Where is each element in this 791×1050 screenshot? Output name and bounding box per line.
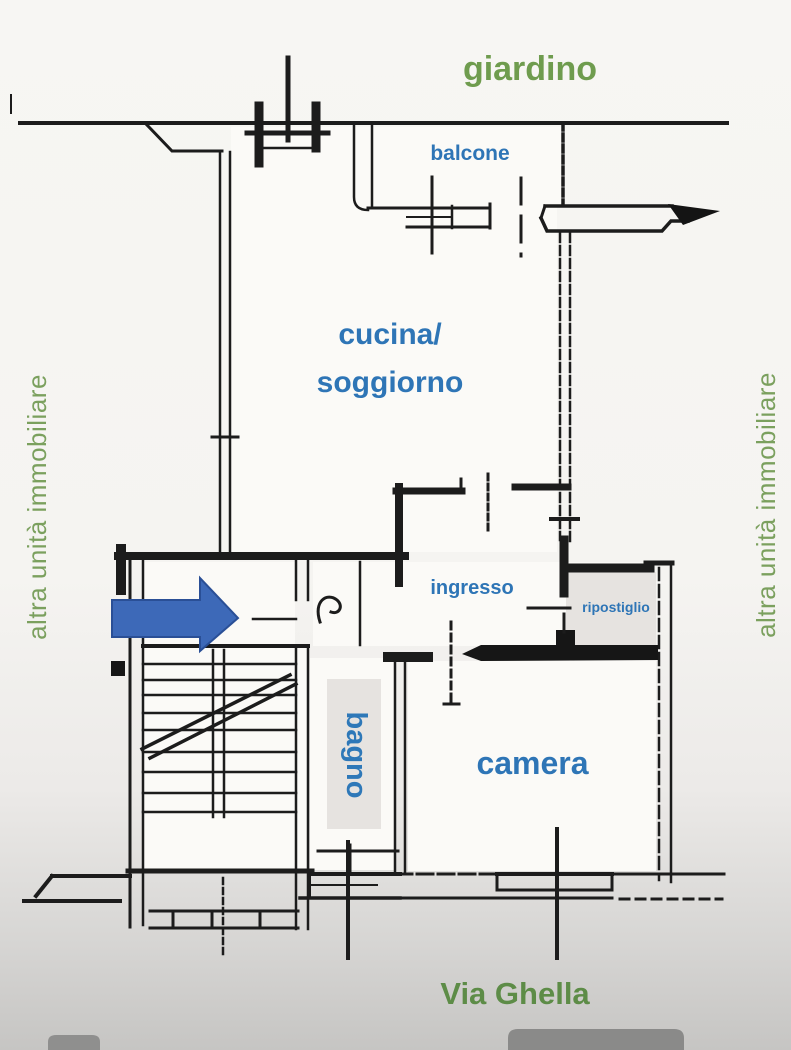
balcony-label: balcone [430, 142, 510, 165]
adjacent-unit-label-right: altra unità immobiliare [751, 372, 781, 638]
balcony-walls [352, 121, 565, 258]
street-label: Via Ghella [440, 976, 590, 1011]
bottom-left-step [22, 873, 132, 903]
camera-top-wall [462, 612, 658, 661]
entrance-arrow-icon [111, 575, 240, 654]
kitchen-label-line2: soggiorno [316, 366, 464, 399]
kitchen-label-line1: cucina/ [338, 318, 442, 351]
ripostiglio-walls [526, 535, 675, 610]
bedroom-label: camera [476, 745, 589, 781]
soggiorno-walls [210, 150, 580, 587]
adjacent-unit-label-left: altra unità immobiliare [22, 374, 52, 640]
right-exterior-wall [657, 560, 673, 884]
right-ledge [538, 204, 720, 233]
bottom-gray-tabs [48, 1029, 684, 1050]
closet-label: ripostiglio [582, 599, 650, 615]
garden-label: giardino [462, 50, 598, 88]
hall-label: ingresso [430, 577, 514, 599]
entrance-gate-symbol [244, 55, 331, 168]
ingresso-walls [114, 544, 461, 707]
bottom-wall-and-windows [298, 827, 726, 960]
bathroom-label: bagno [340, 711, 372, 799]
top-boundary-wall [10, 94, 729, 153]
